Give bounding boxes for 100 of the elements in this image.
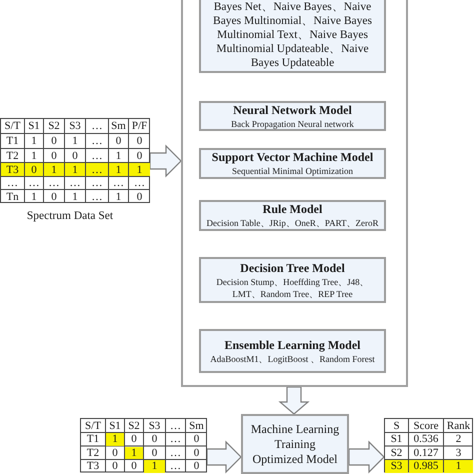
row-label: Tn	[6, 190, 19, 202]
cell-value: 0	[152, 433, 158, 446]
column-header: Sm	[189, 420, 204, 432]
model-heading: Decision Tree Model	[240, 260, 345, 276]
cell-value: 1	[72, 190, 78, 202]
method-list: Back Propagation Neural network	[231, 118, 354, 130]
cell-value: 0	[131, 433, 137, 446]
method-list: Decision Stump、Hoeffding Tree、J48、LMT、Random Tree、REP Tree	[206, 276, 379, 300]
highlighted-cell: 1	[44, 163, 64, 176]
method-list: Sequential Minimal Optimization	[232, 165, 353, 177]
column-header: S/T	[4, 120, 20, 132]
cell-value: 0	[152, 446, 158, 459]
block-arrow	[348, 440, 385, 474]
model-box	[199, 200, 386, 231]
column-header: S3	[69, 120, 81, 132]
model-box	[199, 329, 386, 373]
column-header: S1	[28, 120, 40, 132]
block-arrow	[278, 386, 310, 415]
model-heading: Rule Model	[262, 202, 322, 217]
cell-value: 0	[194, 433, 200, 446]
highlighted-cell: 1	[444, 460, 473, 472]
cell-value: 0	[136, 135, 142, 147]
column-header: Rank	[446, 420, 470, 432]
cell-value: 0.536	[414, 433, 438, 446]
cell-value: …	[92, 150, 102, 162]
column-header: S	[393, 420, 400, 432]
cell-value: 2	[456, 433, 462, 446]
cell-value: …	[170, 460, 181, 472]
highlighted-cell: 1	[65, 163, 85, 176]
block-arrow	[206, 440, 242, 474]
highlighted-cell: 1	[144, 460, 165, 472]
cell-value: …	[48, 177, 60, 189]
cell-value: …	[170, 446, 181, 459]
cell-value: 0	[51, 150, 57, 162]
highlighted-cell: S3	[385, 460, 408, 472]
data-table	[80, 418, 207, 472]
column-header: …	[170, 420, 181, 432]
cell-value: 0	[51, 190, 57, 202]
cell-value: 1	[72, 135, 78, 147]
box-text: Bayes Net、Naive Bayes、Naive Bayes Multinomial、Naive Bayes Multinomial Text、Naive Bayes Multinomial Updateable、Naive Bayes Updateable	[212, 0, 373, 71]
cell-value: …	[92, 177, 102, 189]
cell-value: 1	[31, 135, 37, 147]
data-table	[384, 418, 473, 472]
data-table	[0, 118, 150, 203]
row-label: T3	[86, 460, 100, 472]
row-label: T1	[86, 433, 100, 446]
cell-value: …	[134, 177, 145, 189]
cell-value: 0	[194, 460, 200, 472]
cell-value: 0	[51, 135, 57, 147]
cell-value: 0	[112, 460, 118, 472]
column-header: S/T	[85, 420, 101, 432]
column-header: Score	[413, 420, 439, 432]
cell-value: 1	[116, 150, 122, 162]
cell-value: …	[92, 190, 102, 202]
cell-value: 0.127	[414, 446, 438, 459]
highlighted-cell: 1	[106, 433, 124, 446]
model-box	[199, 0, 386, 73]
highlighted-cell: T3	[1, 163, 24, 176]
cell-value: 0	[116, 135, 122, 147]
column-header: S1	[109, 420, 121, 432]
highlighted-cell: 1	[109, 163, 128, 176]
highlighted-cell: 1	[125, 446, 143, 459]
cell-value: 3	[456, 446, 462, 459]
group-box	[181, 0, 408, 387]
method-list: Decision Table、JRip、OneR、PART、ZeroR	[206, 217, 379, 229]
cell-value: …	[28, 177, 40, 189]
box-text: Machine Learning Training Optimized Model	[250, 422, 340, 466]
column-header: S3	[148, 420, 160, 432]
model-box	[199, 101, 386, 131]
column-header: …	[92, 120, 102, 132]
table-caption: Spectrum Data Set	[26, 209, 114, 223]
highlighted-cell: 1	[129, 163, 150, 176]
column-header: S2	[48, 120, 60, 132]
cell-value: 0	[194, 446, 200, 459]
column-header: P/F	[132, 120, 148, 132]
row-label: T2	[6, 150, 19, 162]
cell-value: …	[170, 433, 181, 446]
model-box	[199, 148, 386, 179]
cell-value: 1	[31, 190, 37, 202]
cell-value: …	[92, 135, 102, 147]
row-label: T1	[6, 135, 19, 147]
model-heading: Support Vector Machine Model	[212, 150, 374, 165]
block-arrow	[149, 144, 182, 178]
cell-value: 1	[31, 150, 37, 162]
process-box	[241, 414, 349, 474]
highlighted-cell: 0.985	[409, 460, 443, 472]
cell-value: …	[113, 177, 124, 189]
model-box	[199, 257, 386, 303]
cell-value: 1	[116, 190, 122, 202]
column-header: S2	[128, 420, 140, 432]
column-header: Sm	[111, 120, 126, 132]
cell-value: 0	[136, 190, 142, 202]
model-heading: Ensemble Learning Model	[224, 338, 360, 352]
highlighted-cell: …	[86, 163, 108, 176]
row-label: S2	[390, 446, 402, 459]
cell-value: …	[70, 177, 80, 189]
cell-value: 0	[112, 446, 118, 459]
method-list: AdaBoostM1、LogitBoost 、Random Forest	[210, 352, 375, 364]
row-label: T2	[86, 446, 100, 459]
cell-value: 0	[131, 460, 137, 472]
